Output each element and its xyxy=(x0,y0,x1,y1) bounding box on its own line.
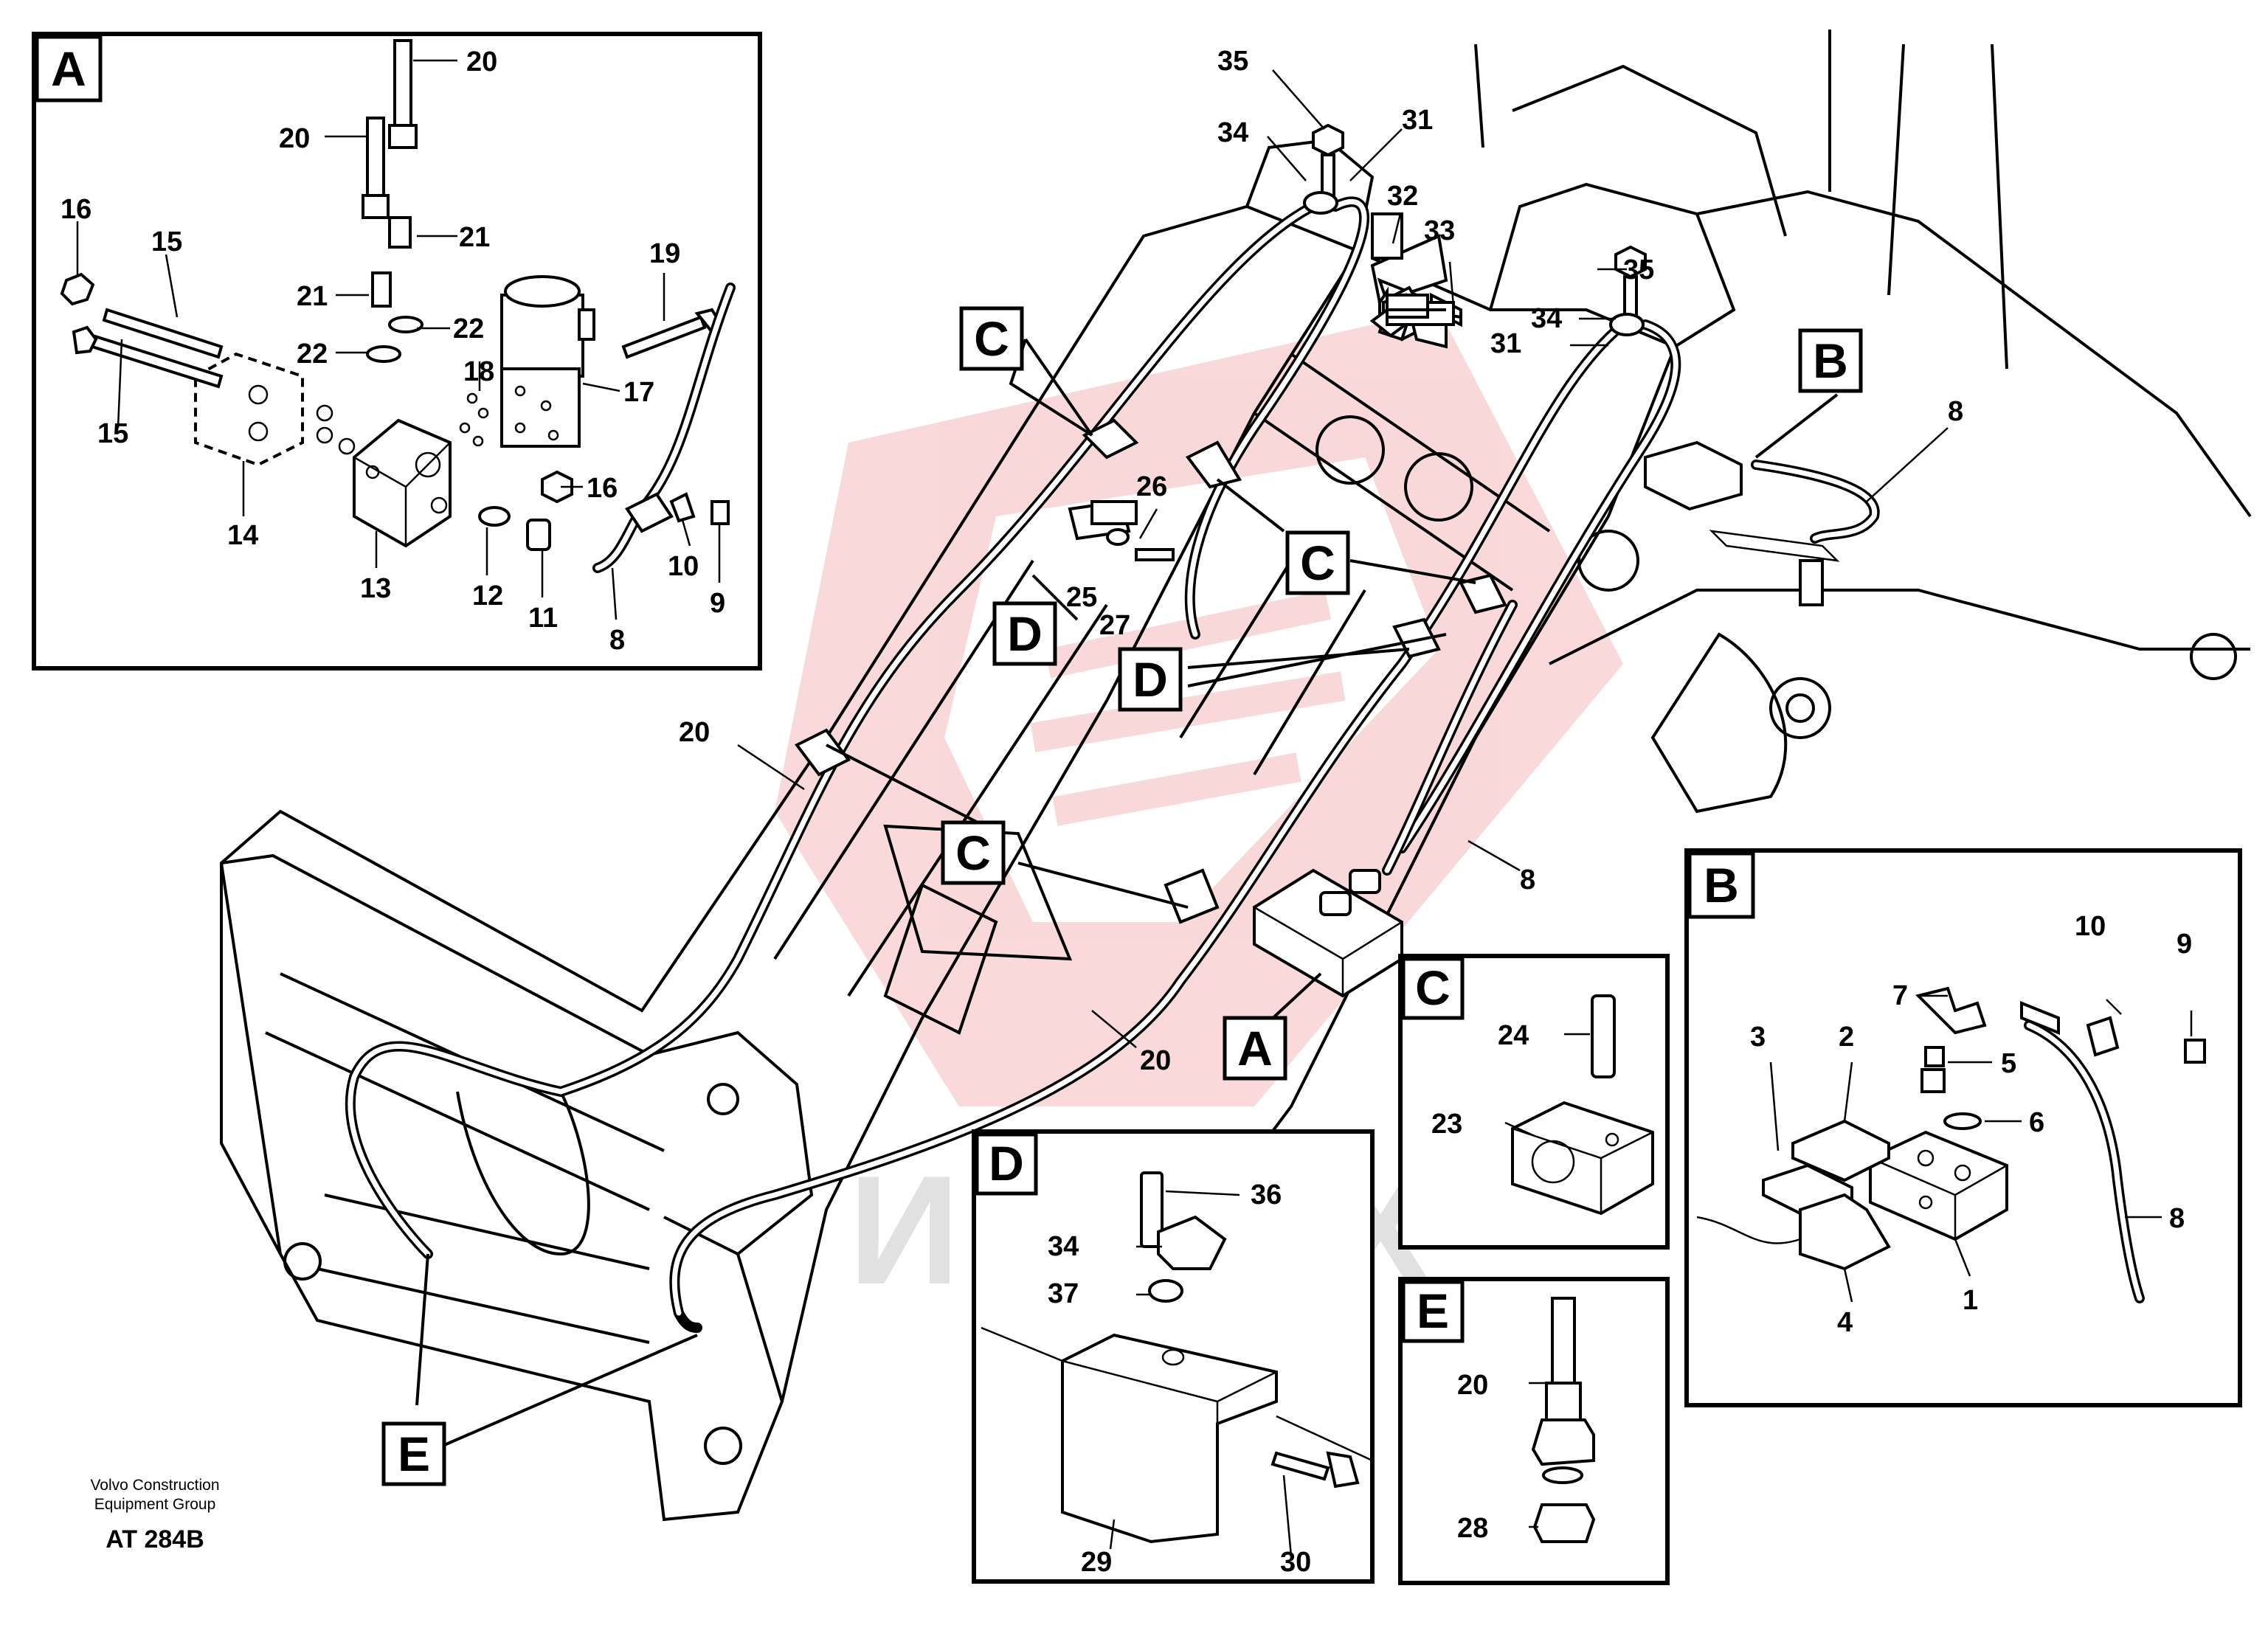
callout-33: 33 xyxy=(1424,215,1455,246)
inset-c: C 24 23 xyxy=(1398,954,1670,1250)
connection-block-main xyxy=(1644,440,1840,606)
b-label-7: 7 xyxy=(1892,980,1908,1011)
a-label-8: 8 xyxy=(609,625,625,656)
callout-35-b: 35 xyxy=(1623,254,1654,285)
a-label-21: 21 xyxy=(459,222,490,253)
c-label-23: 23 xyxy=(1431,1109,1462,1140)
inset-a: A xyxy=(32,32,762,671)
d-label-29: 29 xyxy=(1081,1547,1112,1578)
a-label-9: 9 xyxy=(710,588,725,619)
a-label-19: 19 xyxy=(649,238,680,269)
callout-27: 27 xyxy=(1099,610,1130,641)
b-label-3: 3 xyxy=(1750,1022,1766,1053)
a-label-12: 12 xyxy=(472,581,503,611)
callout-32: 32 xyxy=(1387,181,1418,212)
inset-a-title: A xyxy=(51,41,86,96)
tag-b: B xyxy=(1813,333,1848,388)
b-label-9: 9 xyxy=(2177,929,2192,960)
b-label-6: 6 xyxy=(2029,1107,2044,1138)
a-label-14: 14 xyxy=(227,520,258,551)
b-label-1: 1 xyxy=(1963,1285,1978,1316)
valve-block-main xyxy=(1253,868,1403,998)
inset-d-title: D xyxy=(989,1136,1024,1191)
inset-b: B 10 9 7 3 2 5 6 8 1 xyxy=(1684,848,2242,1407)
c-label-24: 24 xyxy=(1498,1020,1529,1051)
callout-34: 34 xyxy=(1217,117,1248,148)
callout-31: 31 xyxy=(1402,105,1433,136)
inset-c-title: C xyxy=(1415,960,1451,1015)
main-callouts: 35 34 31 32 33 35 34 31 26 25 27 8 20 20… xyxy=(679,46,1963,1076)
e-label-28: 28 xyxy=(1457,1513,1488,1544)
callout-8-b: 8 xyxy=(1520,865,1535,895)
b-label-5: 5 xyxy=(2001,1048,2016,1079)
a-label-15: 15 xyxy=(151,226,182,257)
a-label-18: 18 xyxy=(463,356,494,387)
callout-26: 26 xyxy=(1136,471,1167,502)
inset-d: D 36 34 37 29 30 xyxy=(972,1129,1375,1584)
inset-e: E 20 28 xyxy=(1398,1277,1670,1585)
a-label-10: 10 xyxy=(668,551,699,582)
tag-d-1: D xyxy=(1007,606,1043,661)
tag-d-2: D xyxy=(1133,652,1168,707)
b-label-2: 2 xyxy=(1839,1022,1854,1053)
tag-c-1: C xyxy=(974,311,1009,366)
b-label-8: 8 xyxy=(2169,1203,2185,1234)
tag-a: A xyxy=(1237,1021,1273,1075)
e-label-20: 20 xyxy=(1457,1370,1488,1401)
callout-8: 8 xyxy=(1948,396,1963,427)
d-label-30: 30 xyxy=(1280,1547,1311,1578)
tag-e: E xyxy=(398,1427,430,1481)
d-label-37: 37 xyxy=(1048,1278,1079,1309)
footer-line-1: Volvo Construction xyxy=(90,1477,219,1494)
main-small-parts xyxy=(1090,123,1647,561)
a-label-13: 13 xyxy=(360,573,391,604)
main-leaders xyxy=(415,69,1949,1447)
a-label-16-b: 16 xyxy=(587,473,618,504)
callout-35: 35 xyxy=(1217,46,1248,77)
callout-34-b: 34 xyxy=(1531,303,1562,334)
main-view-tags: C C C D D B A E xyxy=(381,306,1863,1486)
a-label-15-b: 15 xyxy=(97,418,128,449)
callout-31-b: 31 xyxy=(1490,328,1521,359)
inset-e-title: E xyxy=(1417,1283,1449,1338)
footer-line-2: Equipment Group xyxy=(94,1496,216,1513)
a-label-20: 20 xyxy=(466,46,497,77)
a-label-21-b: 21 xyxy=(297,281,328,312)
a-label-16: 16 xyxy=(60,194,91,225)
d-label-36: 36 xyxy=(1251,1179,1282,1210)
a-label-22-b: 22 xyxy=(453,313,484,344)
b-label-4: 4 xyxy=(1837,1307,1853,1338)
d-label-34: 34 xyxy=(1048,1231,1079,1262)
tag-c-3: C xyxy=(955,825,991,880)
tag-c-2: C xyxy=(1300,536,1335,590)
callout-20: 20 xyxy=(679,717,710,748)
a-label-17: 17 xyxy=(623,377,654,408)
footer: Volvo Construction Equipment Group AT 28… xyxy=(90,1477,219,1553)
a-label-11: 11 xyxy=(528,603,558,634)
a-label-20-b: 20 xyxy=(279,123,310,154)
a-label-22: 22 xyxy=(297,339,328,370)
inset-b-title: B xyxy=(1704,858,1739,912)
footer-code: AT 284B xyxy=(106,1525,204,1553)
b-label-10: 10 xyxy=(2075,911,2106,942)
callout-20-b: 20 xyxy=(1140,1045,1171,1076)
callout-25: 25 xyxy=(1066,582,1097,613)
